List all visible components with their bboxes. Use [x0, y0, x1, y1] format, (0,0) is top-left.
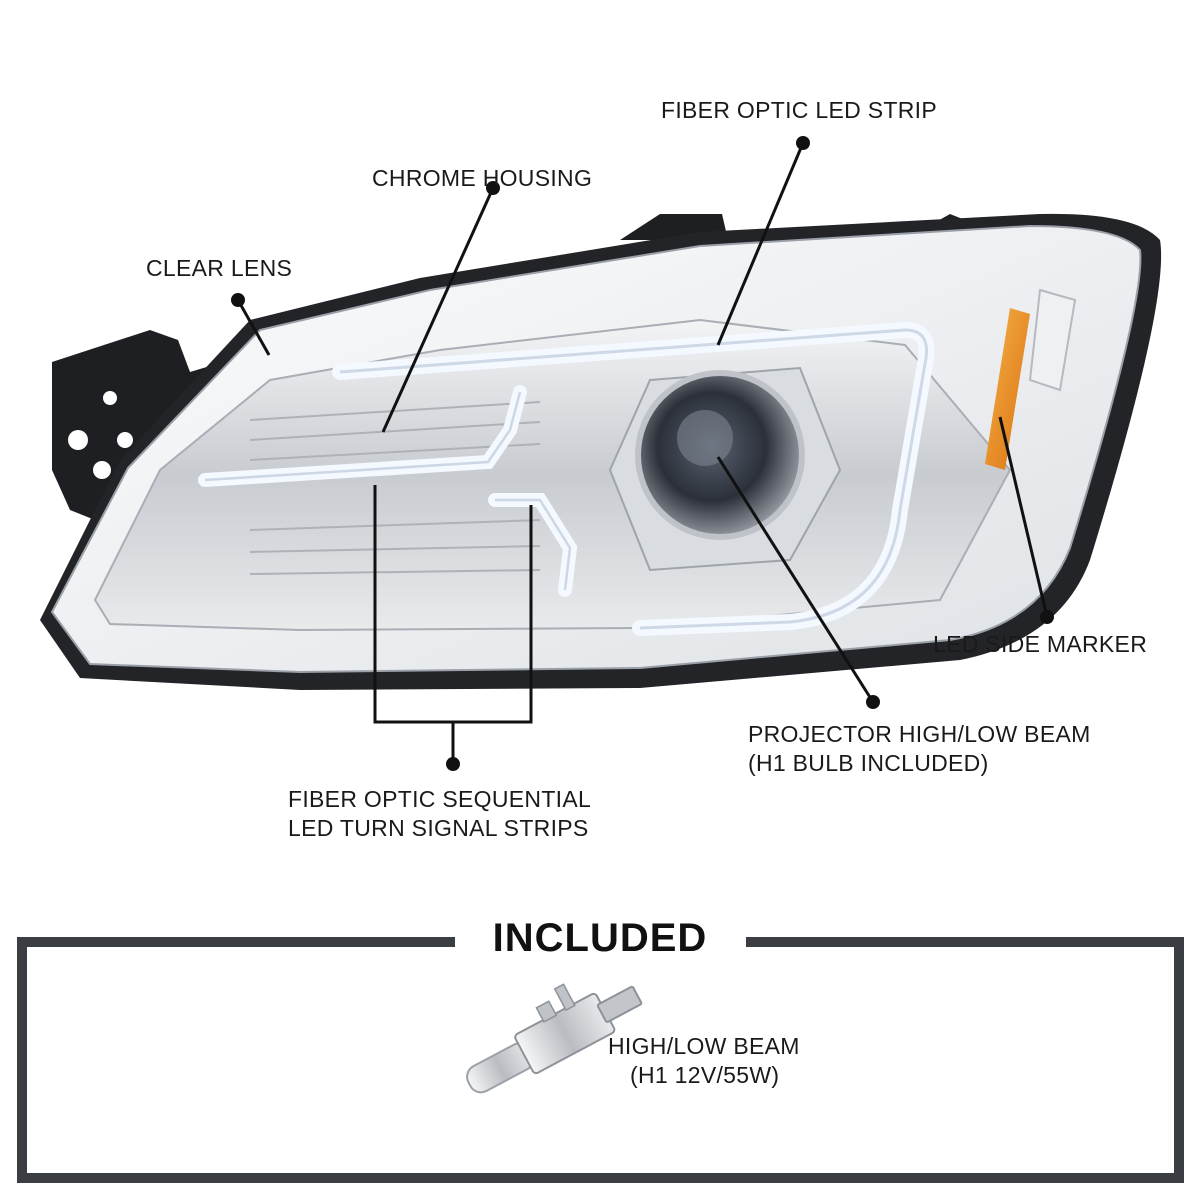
label-projector: PROJECTOR HIGH/LOW BEAM (H1 BULB INCLUDE…: [748, 720, 1091, 778]
label-sequential-line2: LED TURN SIGNAL STRIPS: [288, 815, 589, 841]
label-included-item: HIGH/LOW BEAM (H1 12V/55W): [608, 1032, 800, 1090]
label-led-side-marker: LED SIDE MARKER: [933, 631, 1148, 657]
included-frame-top-left: [17, 937, 455, 947]
included-frame-left: [17, 937, 27, 1183]
headlight-assembly: [40, 213, 1162, 690]
led-side-marker: [985, 308, 1030, 470]
h1-bulb-icon: [466, 983, 643, 1094]
label-fiber-optic-led-strip: FIBER OPTIC LED STRIP: [661, 97, 937, 123]
included-frame-top-right: [746, 937, 1184, 947]
label-projector-line1: PROJECTOR HIGH/LOW BEAM: [748, 721, 1091, 747]
label-sequential-line1: FIBER OPTIC SEQUENTIAL: [288, 786, 592, 812]
label-projector-line2: (H1 BULB INCLUDED): [748, 750, 989, 776]
included-frame-right: [1174, 937, 1184, 1183]
label-sequential: FIBER OPTIC SEQUENTIAL LED TURN SIGNAL S…: [288, 785, 591, 843]
mounting-bracket: [52, 330, 240, 530]
label-chrome-housing: CHROME HOUSING: [372, 165, 593, 191]
callout-lines: [231, 136, 1054, 771]
label-included-item-line2: (H1 12V/55W): [630, 1062, 780, 1088]
included-frame-bottom: [17, 1173, 1184, 1183]
included-title: INCLUDED: [492, 916, 708, 960]
label-included-item-line1: HIGH/LOW BEAM: [608, 1033, 800, 1059]
label-clear-lens: CLEAR LENS: [146, 255, 293, 281]
